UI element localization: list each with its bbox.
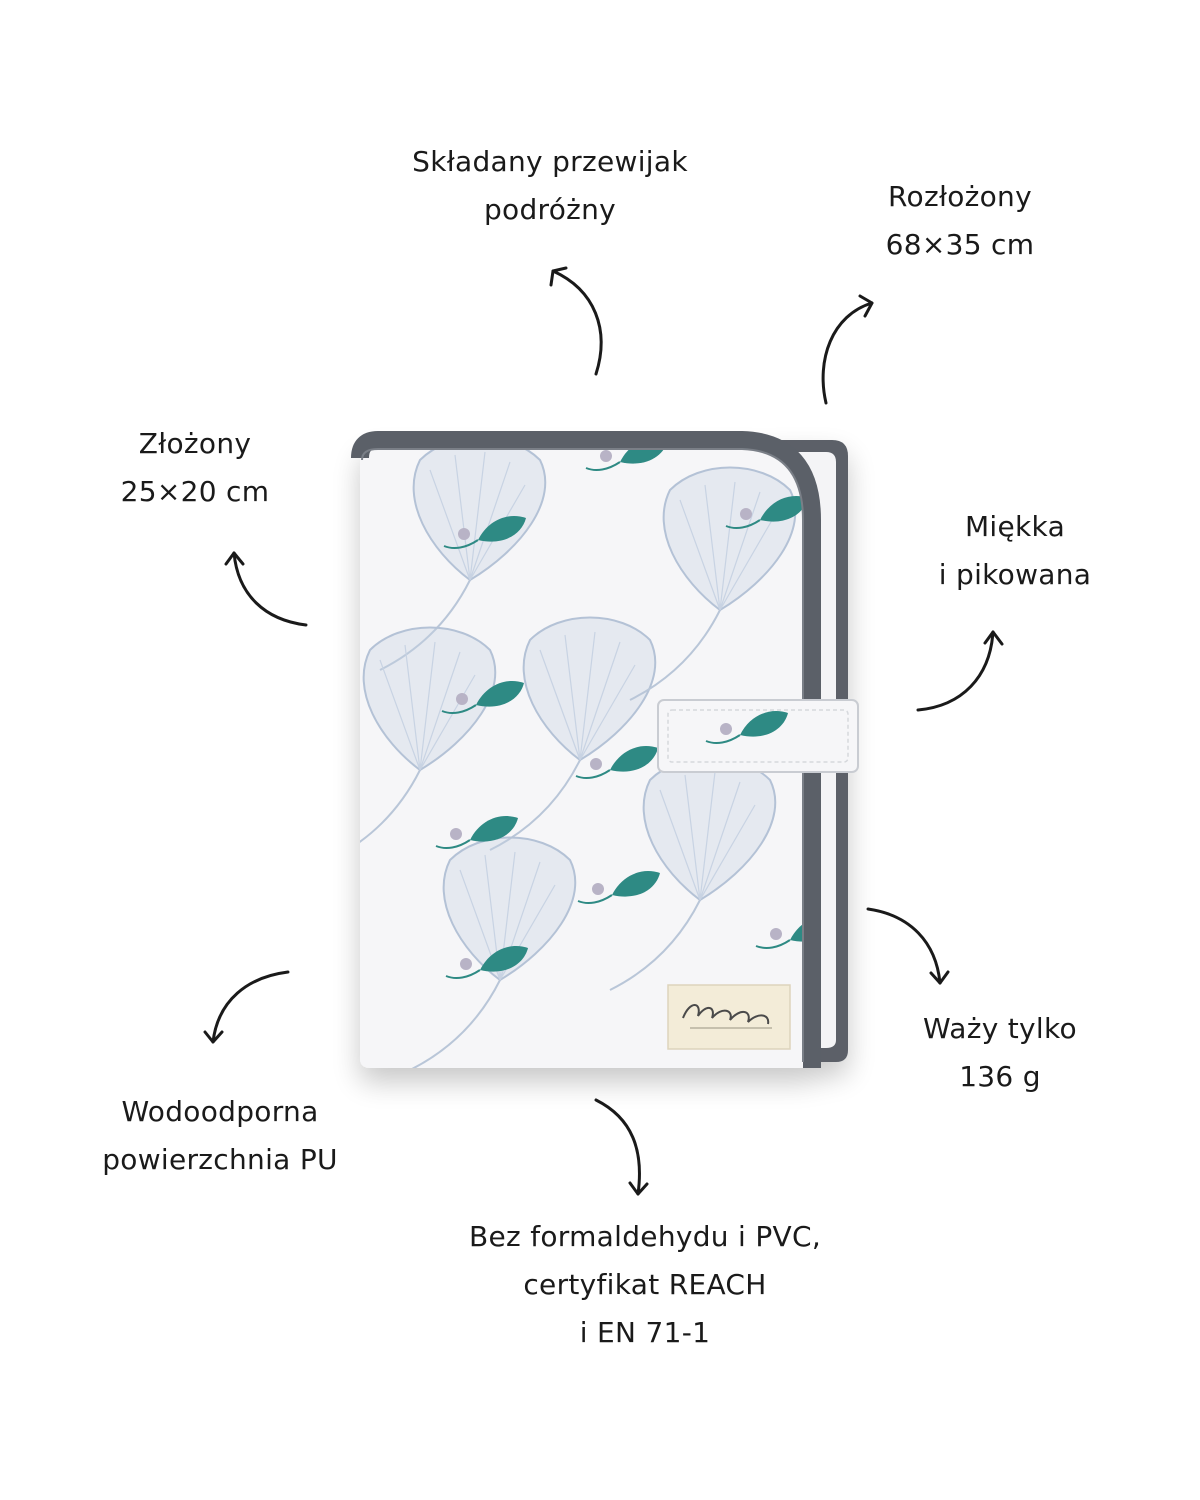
callout-line: Bez formaldehydu i PVC, — [468, 1220, 822, 1253]
callout-certificates: Bez formaldehydu i PVC, certyfikat REACH… — [400, 1213, 890, 1357]
callout-line: certyfikat REACH — [523, 1268, 767, 1301]
callout-soft-quilted: Miękka i pikowana — [900, 503, 1130, 599]
callout-line: powierzchnia PU — [102, 1143, 338, 1176]
callout-weight: Waży tylko 136 g — [880, 1005, 1120, 1101]
brand-label — [667, 984, 791, 1050]
curved-arrow-icon — [916, 630, 1004, 712]
curved-arrow-icon — [821, 294, 874, 405]
curved-arrow-icon — [549, 266, 603, 376]
callout-line: Składany przewijak — [412, 145, 688, 178]
callout-travel-changing-mat: Składany przewijak podróżny — [350, 138, 750, 234]
callout-line: Miękka — [964, 510, 1066, 543]
callout-line: podróżny — [483, 193, 617, 226]
callout-line: 136 g — [959, 1060, 1041, 1093]
piping-edge — [351, 431, 821, 1068]
curved-arrow-icon — [224, 551, 308, 627]
callout-unfolded-size: Rozłożony 68×35 cm — [840, 173, 1080, 269]
callout-folded-size: Złożony 25×20 cm — [80, 420, 310, 516]
callout-line: 68×35 cm — [885, 228, 1035, 261]
callout-line: Waży tylko — [923, 1012, 1077, 1045]
callout-line: i EN 71-1 — [579, 1316, 711, 1349]
callout-line: i pikowana — [938, 558, 1092, 591]
callout-line: 25×20 cm — [120, 475, 270, 508]
curved-arrow-icon — [594, 1098, 649, 1196]
closure-strap — [657, 699, 859, 773]
callout-line: Złożony — [138, 427, 252, 460]
callout-line: Wodoodporna — [121, 1095, 319, 1128]
curved-arrow-icon — [203, 970, 290, 1044]
callout-waterproof: Wodoodporna powierzchnia PU — [60, 1088, 380, 1184]
curved-arrow-icon — [866, 907, 950, 985]
callout-line: Rozłożony — [888, 180, 1032, 213]
